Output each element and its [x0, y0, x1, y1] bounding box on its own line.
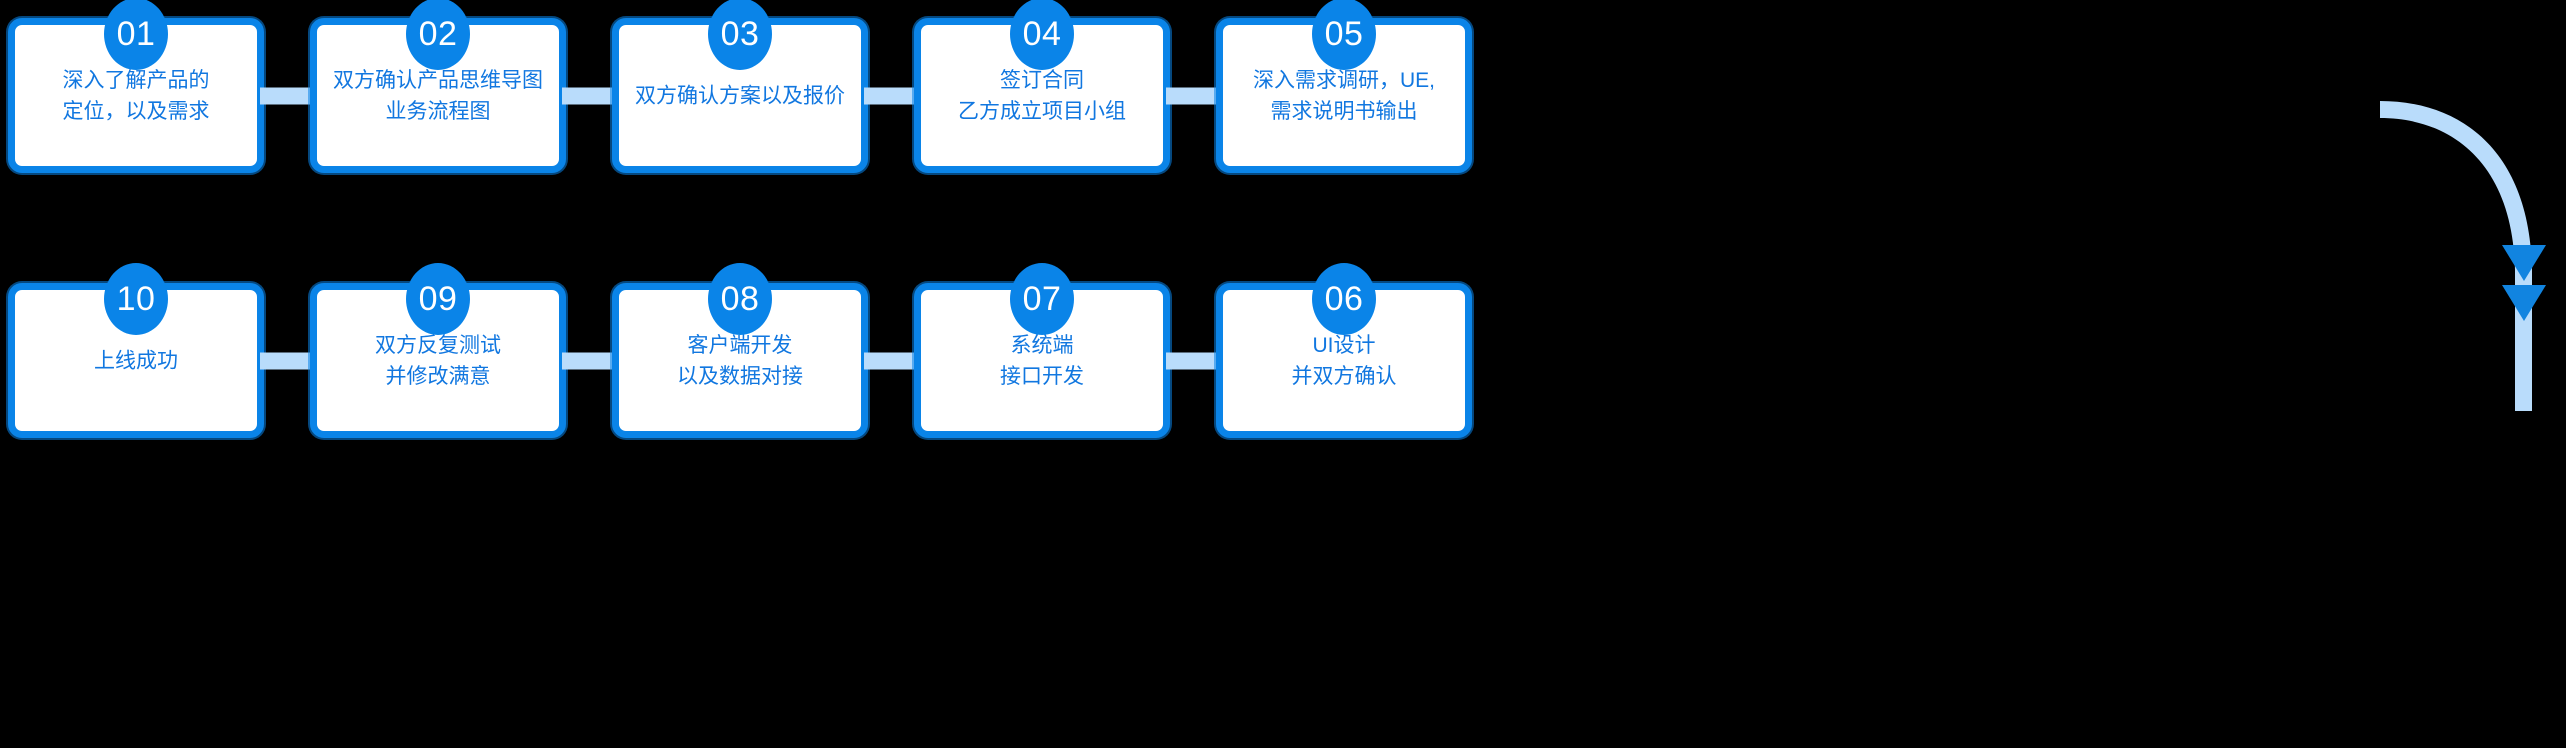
- step-number-badge: 06: [1312, 263, 1376, 335]
- step-card: [310, 18, 566, 173]
- flow-step-05[interactable]: 05 深入需求调研，UE, 需求说明书输出: [1216, 0, 1472, 173]
- step-number-badge: 04: [1010, 0, 1074, 70]
- flow-step-09[interactable]: 09 双方反复测试 并修改满意: [310, 263, 566, 438]
- flow-row-bottom: 10 上线成功 09 双方反复测试 并修改满意 08 客户端开发 以及数据对接 …: [8, 263, 1472, 438]
- step-number-badge: 09: [406, 263, 470, 335]
- flow-step-07[interactable]: 07 系统端 接口开发: [914, 263, 1170, 438]
- step-label: 双方确认方案以及报价: [635, 83, 845, 107]
- step-card: [1216, 283, 1472, 438]
- flow-step-03[interactable]: 03 双方确认方案以及报价: [612, 0, 868, 173]
- flow-row-top: 01 深入了解产品的 定位，以及需求 02 双方确认产品思维导图 业务流程图 0…: [8, 0, 1472, 173]
- flow-step-06[interactable]: 06 UI设计 并双方确认: [1216, 263, 1472, 438]
- flow-step-01[interactable]: 01 深入了解产品的 定位，以及需求: [8, 0, 264, 173]
- step-label: 客户端开发 以及数据对接: [677, 333, 803, 388]
- flow-step-10[interactable]: 10 上线成功: [8, 263, 264, 438]
- step-label: 深入了解产品的 定位，以及需求: [62, 68, 210, 123]
- step-number-badge: 10: [104, 263, 168, 335]
- step-label: 上线成功: [94, 348, 178, 372]
- connector-07-08: [868, 283, 914, 438]
- arrow-head-lower: [2502, 285, 2546, 321]
- curved-arrow-icon: [2380, 101, 2546, 411]
- step-label: 签订合同 乙方成立项目小组: [958, 68, 1126, 123]
- step-number-badge: 05: [1312, 0, 1376, 70]
- connector-04-05: [1170, 18, 1216, 173]
- step-label: 系统端 接口开发: [1000, 333, 1084, 388]
- step-label: 深入需求调研，UE, 需求说明书输出: [1252, 68, 1435, 123]
- step-number-badge: 01: [104, 0, 168, 70]
- arrow-head-upper: [2502, 245, 2546, 281]
- arrow-ribbon: [2380, 101, 2532, 411]
- step-number-badge: 03: [708, 0, 772, 70]
- step-number-badge: 08: [708, 263, 772, 335]
- connector-02-03: [566, 18, 612, 173]
- flow-step-04[interactable]: 04 签订合同 乙方成立项目小组: [914, 0, 1170, 173]
- connector-03-04: [868, 18, 914, 173]
- step-number-badge: 02: [406, 0, 470, 70]
- step-label: UI设计 并双方确认: [1291, 333, 1397, 388]
- connector-08-09: [566, 283, 612, 438]
- step-label: 双方确认产品思维导图 业务流程图: [333, 68, 543, 123]
- connector-06-07: [1170, 283, 1216, 438]
- connector-09-10: [264, 283, 310, 438]
- step-number-badge: 07: [1010, 263, 1074, 335]
- flow-step-08[interactable]: 08 客户端开发 以及数据对接: [612, 263, 868, 438]
- flow-step-02[interactable]: 02 双方确认产品思维导图 业务流程图: [310, 0, 566, 173]
- step-label: 双方反复测试 并修改满意: [375, 333, 501, 388]
- connector-01-02: [264, 18, 310, 173]
